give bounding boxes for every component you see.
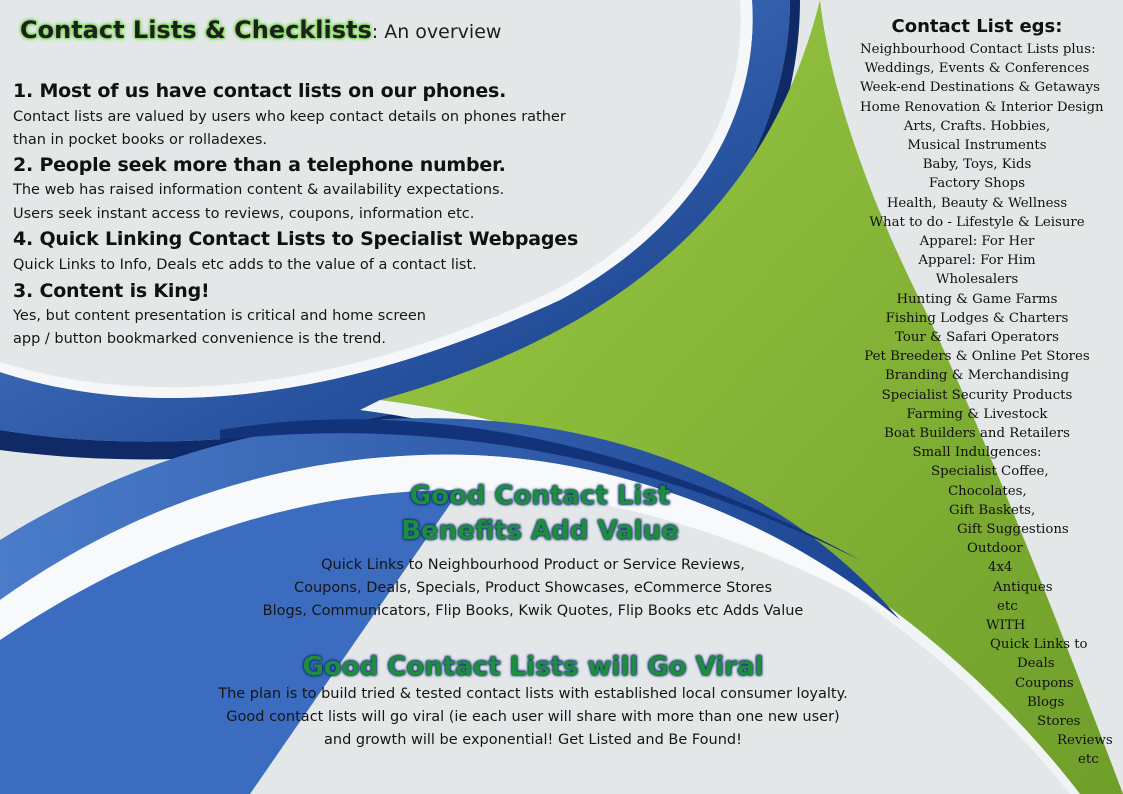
example-item: Weddings, Events & Conferences <box>864 61 1090 77</box>
section-1-heading: 1. Most of us have contact lists on our … <box>13 80 507 102</box>
benefits-line-1: Quick Links to Neighbourhood Product or … <box>321 557 745 573</box>
example-item: Antiques <box>993 579 1053 595</box>
example-item: Small Indulgences: <box>912 445 1042 461</box>
example-item: Hunting & Game Farms <box>896 291 1058 307</box>
examples-heading: Contact List egs: <box>891 16 1063 37</box>
example-item: Arts, Crafts. Hobbies, <box>903 118 1051 134</box>
viral-line-2: Good contact lists will go viral (ie eac… <box>226 709 840 725</box>
example-item: etc <box>997 598 1018 614</box>
benefits-heading-line-1: Good Contact List <box>409 481 671 511</box>
example-item: Outdoor <box>967 541 1023 557</box>
green-triangle <box>380 0 1123 794</box>
example-item: Specialist Security Products <box>881 387 1073 403</box>
example-item: Baby, Toys, Kids <box>922 157 1032 173</box>
example-item: 4x4 <box>988 560 1013 576</box>
benefits-line-2: Coupons, Deals, Specials, Product Showca… <box>293 580 773 596</box>
section-3-heading: 4. Quick Linking Contact Lists to Specia… <box>13 228 579 250</box>
lower-blue-swoosh <box>0 418 900 620</box>
title-sub: : An overview <box>371 21 502 43</box>
lower-blue-big <box>0 490 460 794</box>
benefits-heading-line-2: Benefits Add Value <box>401 516 679 546</box>
section-2-line-1: The web has raised information content &… <box>13 182 505 198</box>
example-item: Health, Beauty & Wellness <box>886 195 1068 211</box>
section-4-heading: 3. Content is King! <box>13 280 210 302</box>
example-item: Week-end Destinations & Getaways <box>860 80 1100 96</box>
example-item: Musical Instruments <box>907 138 1047 153</box>
title-main: Contact Lists & Checklists <box>20 16 372 44</box>
benefits-line-3: Blogs, Communicators, Flip Books, Kwik Q… <box>262 603 804 619</box>
example-item: Gift Baskets, <box>949 502 1036 518</box>
example-item: Apparel: For Her <box>919 234 1035 249</box>
example-item: Boat Builders and Retailers <box>884 426 1070 441</box>
section-4-line-1: Yes, but content presentation is critica… <box>13 308 426 324</box>
example-item: Reviews <box>1057 733 1113 749</box>
example-item: Blogs <box>1027 694 1065 710</box>
example-item: etc <box>1078 752 1099 768</box>
example-item: Tour & Safari Operators <box>895 330 1059 345</box>
example-item: Specialist Coffee, <box>931 464 1049 480</box>
section-2-line-2: Users seek instant access to reviews, co… <box>13 206 475 222</box>
example-item: WITH <box>986 618 1026 633</box>
example-item: Coupons <box>1015 675 1074 691</box>
example-item: Chocolates, <box>948 483 1027 499</box>
section-2-heading: 2. People seek more than a telephone num… <box>13 154 506 176</box>
example-item: Neighbourhood Contact Lists plus: <box>860 42 1096 57</box>
example-item: Factory Shops <box>928 176 1026 192</box>
viral-heading: Good Contact Lists will Go Viral <box>302 652 764 682</box>
section-1-line-1: Contact lists are valued by users who ke… <box>13 109 566 125</box>
section-3-line-1: Quick Links to Info, Deals etc adds to t… <box>13 257 477 273</box>
example-item: Branding & Merchandising <box>884 368 1069 384</box>
section-4-line-2: app / button bookmarked convenience is t… <box>13 331 386 347</box>
viral-line-1: The plan is to build tried & tested cont… <box>218 686 848 702</box>
section-1-line-2: than in pocket books or rolladexes. <box>13 132 268 148</box>
example-item: Quick Links to <box>990 637 1088 653</box>
lower-white-band <box>0 454 900 640</box>
viral-line-3: and growth will be exponential! Get List… <box>324 732 742 748</box>
example-item: Apparel: For Him <box>918 253 1036 269</box>
example-item: Home Renovation & Interior Design <box>860 99 1104 115</box>
page-title: Contact Lists & Checklists: An overview <box>20 16 501 44</box>
example-item: Farming & Livestock <box>906 406 1048 422</box>
example-item: What to do - Lifestyle & Leisure <box>869 214 1085 230</box>
example-item: Wholesalers <box>935 272 1019 288</box>
example-item: Gift Suggestions <box>957 522 1069 537</box>
example-item: Stores <box>1037 714 1081 729</box>
example-item: Fishing Lodges & Charters <box>885 310 1069 326</box>
lower-navy-thin <box>220 419 860 560</box>
example-item: Deals <box>1017 656 1055 672</box>
example-item: Pet Breeders & Online Pet Stores <box>864 349 1090 365</box>
